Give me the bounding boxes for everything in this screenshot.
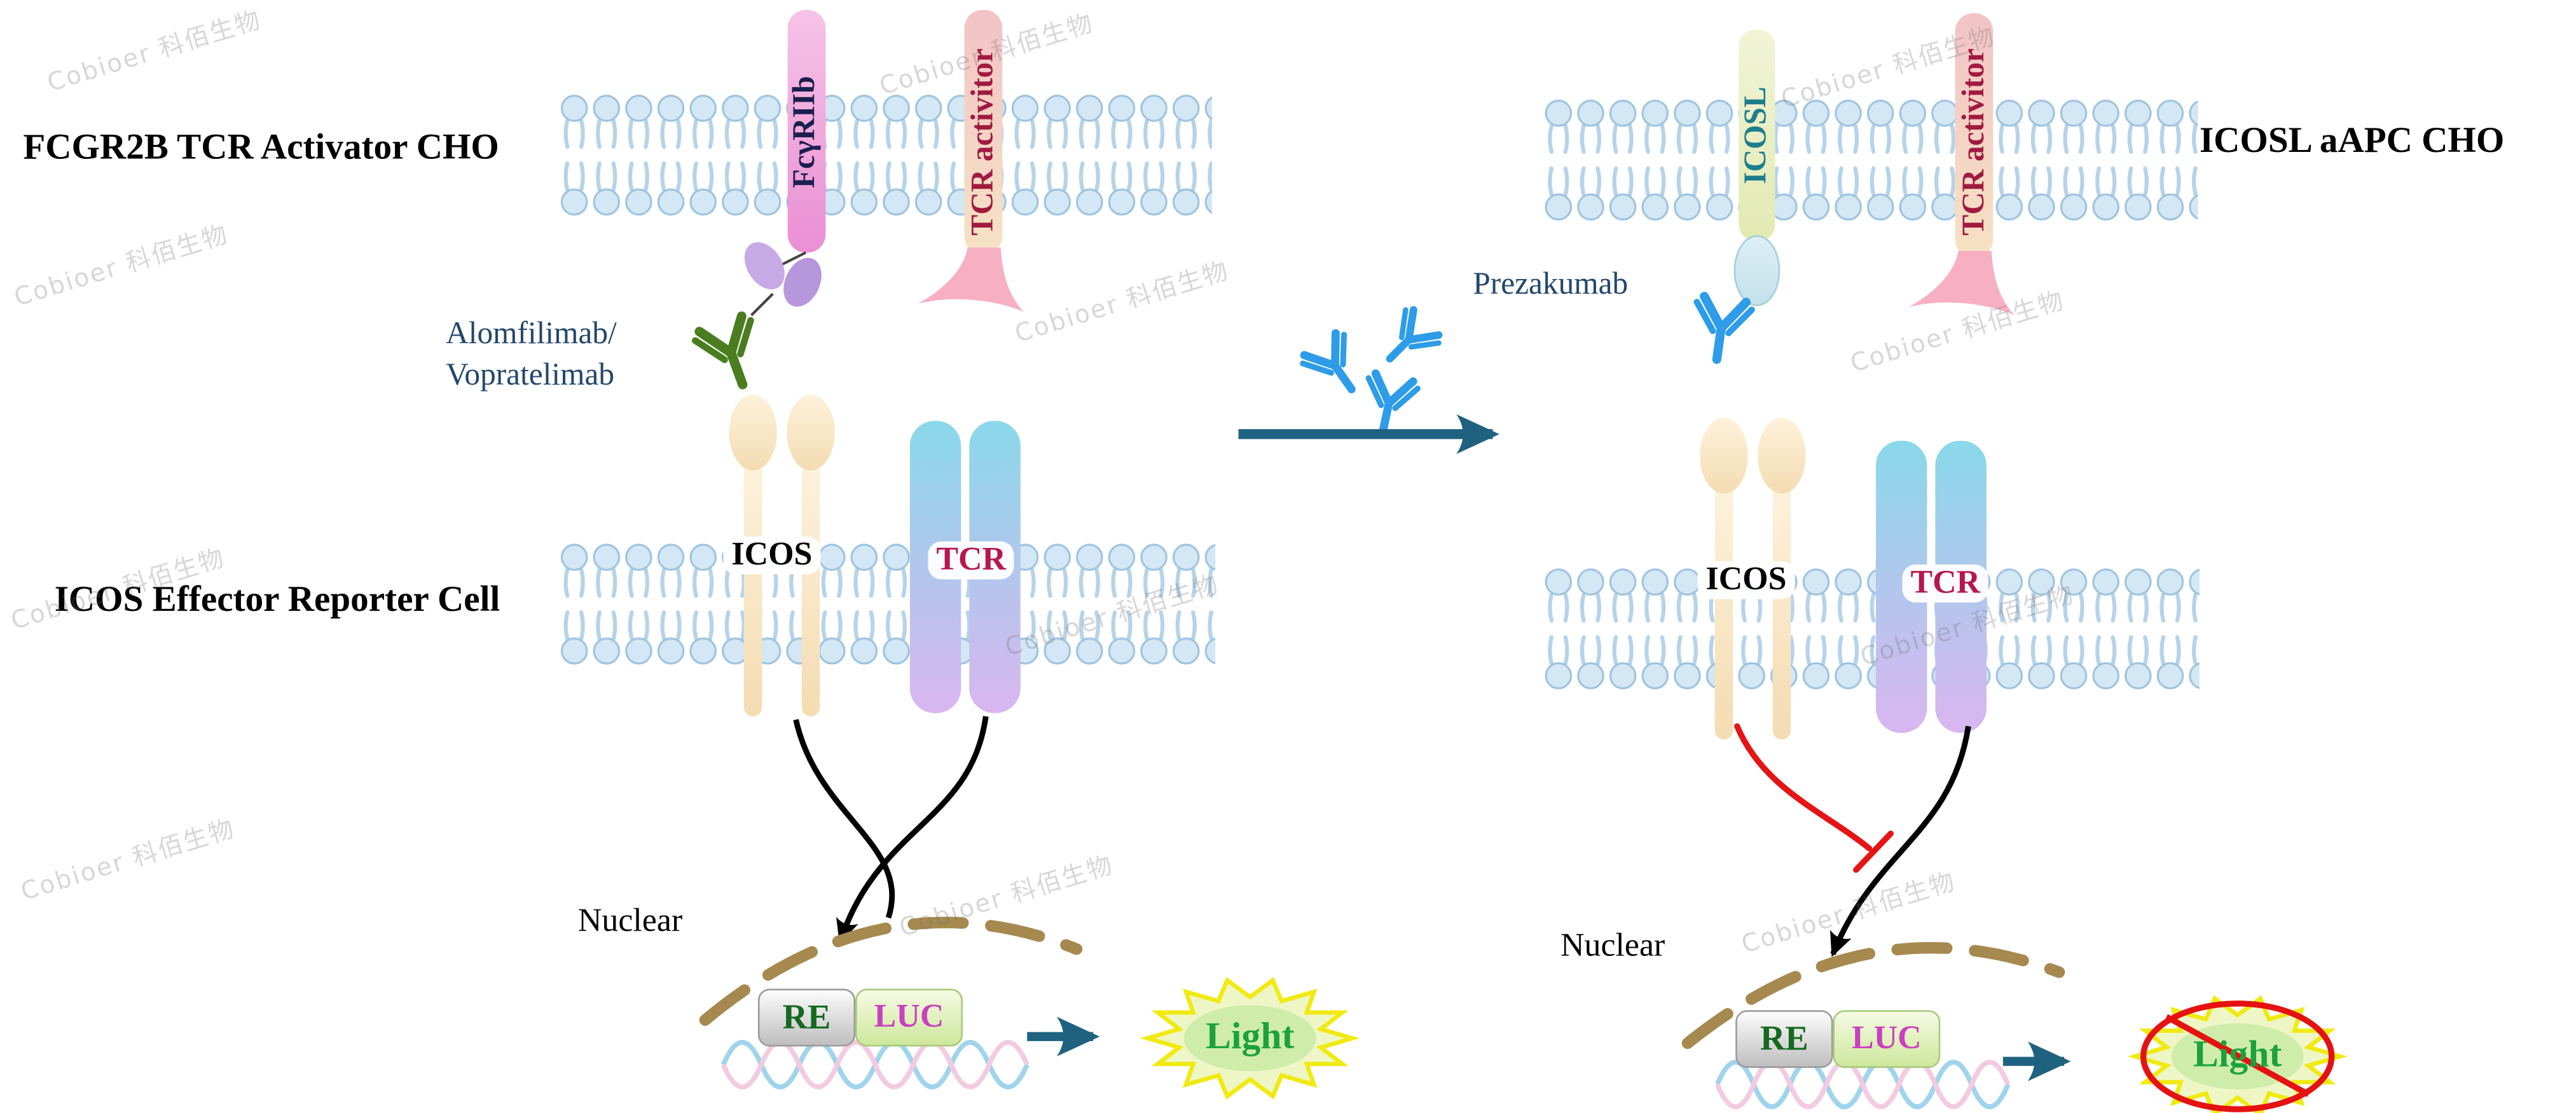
tcr-label-right: TCR — [1902, 564, 1989, 603]
fcgr2b-receptor-label: FcγRIIb — [787, 76, 823, 189]
blue-antibody-icon — [1374, 306, 1443, 375]
light-label-right: Light — [2193, 1033, 2282, 1075]
no-light-prohibition-icon — [2140, 1000, 2335, 1112]
nuclear-envelope-right — [1681, 942, 2065, 1049]
light-label-left: Light — [1206, 1015, 1295, 1056]
signal-arrows-left — [793, 716, 989, 945]
icos-label-right: ICOS — [1697, 561, 1795, 599]
tcr-activator-receptor-left — [918, 10, 1024, 312]
icos-receptor-right — [1700, 417, 1806, 740]
membrane-left-reporter — [558, 543, 1216, 666]
tcr-activator-receptor-right — [1908, 13, 2015, 315]
right-cell-line-label: ICOSL aAPC CHO — [2199, 118, 2505, 160]
membrane-right-reporter — [1542, 568, 2200, 690]
tcr-label-left: TCR — [928, 541, 1015, 580]
membrane-right-top — [1542, 99, 2198, 221]
icosl-receptor — [1733, 29, 1780, 306]
signal-arrow-right — [1830, 725, 1971, 957]
nuclear-label-right: Nuclear — [1560, 927, 1665, 964]
blue-antibodies-middle — [1299, 306, 1442, 436]
icosl-receptor-label: ICOSL — [1739, 86, 1774, 184]
prezakumab-antibody-icon — [1690, 296, 1753, 364]
icos-receptor-left — [729, 394, 835, 717]
prezakumab-label: Prezakumab — [1473, 267, 1629, 303]
alomfilimab-vopratelimab-label: Alomfilimab/ Vopratelimab — [446, 313, 617, 396]
icos-label-left: ICOS — [723, 536, 821, 575]
inhibition-line-red — [1734, 723, 1894, 873]
luc-gene-left: LUC — [855, 988, 963, 1047]
nuclear-label-left: Nuclear — [577, 903, 683, 939]
green-antibody-icon — [693, 314, 771, 395]
fcgr2b-receptor — [744, 10, 826, 317]
blue-antibody-icon — [1358, 372, 1419, 437]
nuclear-envelope-left — [699, 917, 1083, 1026]
re-element-right: RE — [1735, 1010, 1833, 1069]
blue-antibody-icon — [1299, 330, 1372, 404]
left-cell-line-label: FCGR2B TCR Activator CHO — [23, 125, 499, 167]
alomfilimab-line: Alomfilimab/ — [446, 317, 617, 352]
re-element-left: RE — [757, 988, 856, 1047]
dna-helix-left — [720, 1040, 1030, 1089]
membrane-left-top — [558, 94, 1213, 217]
dna-helix-right — [1715, 1060, 2011, 1109]
reporter-cell-label: ICOS Effector Reporter Cell — [54, 577, 500, 619]
vopratelimab-line: Vopratelimab — [446, 358, 615, 393]
luc-gene-right: LUC — [1833, 1010, 1941, 1069]
